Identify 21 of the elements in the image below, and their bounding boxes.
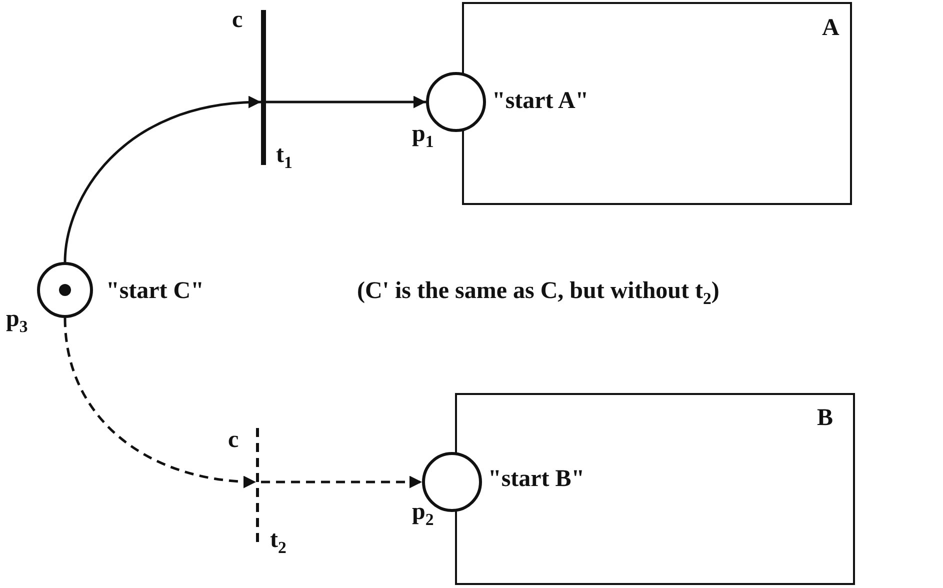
node-caption: "start C" [106, 279, 204, 303]
node-caption: "start A" [492, 89, 589, 113]
component-box [462, 2, 852, 205]
arc-arrow [261, 476, 422, 488]
transition-bar [256, 428, 259, 545]
node-caption: c [228, 428, 239, 452]
arc-arrow [266, 96, 426, 108]
component-box [455, 393, 855, 585]
node-caption: "start B" [488, 467, 585, 491]
transition-bar [261, 10, 266, 165]
node-name: p$_{3}$ [6, 307, 28, 336]
box-label: B [817, 406, 834, 430]
node-name: p$_{1}$ [412, 122, 434, 151]
node-name: t$_{2}$ [270, 528, 286, 557]
arc-arrow [64, 318, 256, 488]
node-name: p$_{2}$ [412, 500, 434, 529]
box-label: A [822, 16, 840, 40]
note-text: (C' is the same as C, but without t$_{2}$) [357, 279, 720, 308]
arc-arrow [64, 96, 262, 262]
node-caption: c [232, 8, 243, 32]
node-name: t$_{1}$ [276, 143, 292, 172]
